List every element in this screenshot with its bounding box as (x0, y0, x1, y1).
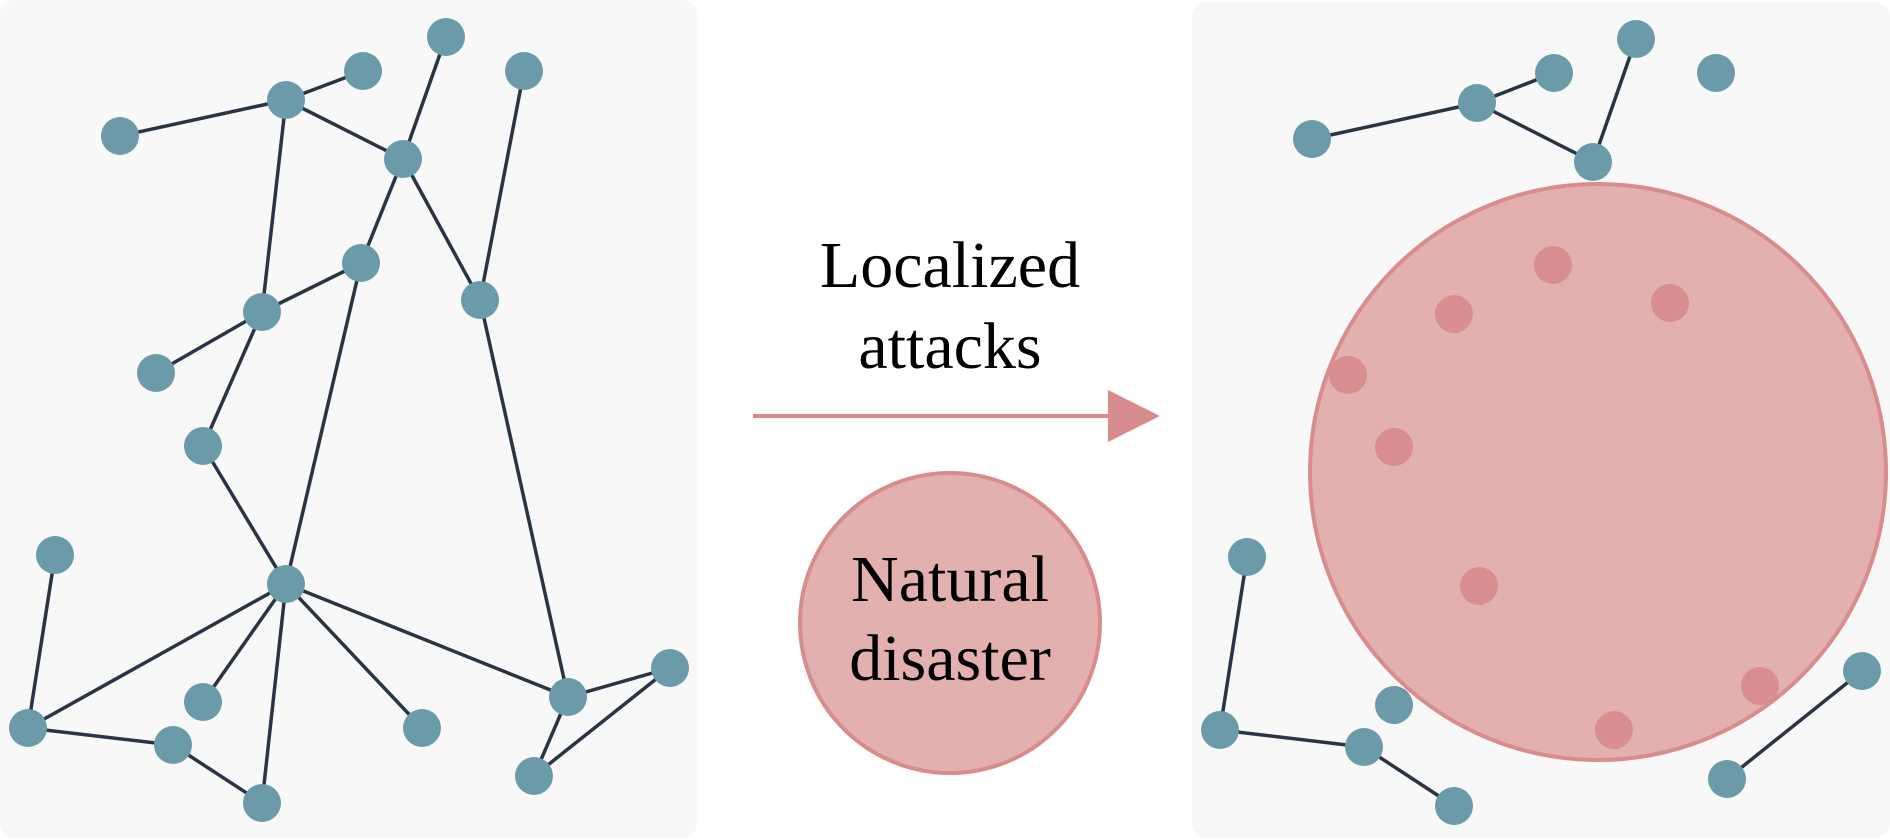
removed-node (1435, 295, 1473, 333)
network-node (549, 678, 587, 716)
arrow-label-line1: Localized (820, 229, 1080, 302)
network-node (137, 354, 175, 392)
natural-disaster-circle (798, 471, 1102, 775)
network-node (1201, 711, 1239, 749)
edge (478, 298, 570, 699)
network-node (1843, 652, 1881, 690)
network-node (184, 427, 222, 465)
network-node (243, 293, 281, 331)
attack-zone (1308, 182, 1888, 762)
disaster-label-line2: disaster (849, 622, 1051, 695)
removed-node (1534, 246, 1572, 284)
edge (1725, 669, 1864, 781)
edge (201, 444, 288, 586)
network-node (403, 709, 441, 747)
network-node (184, 683, 222, 721)
network-node (1708, 760, 1746, 798)
surviving-nodes (1201, 20, 1881, 825)
right-panel (1192, 2, 1890, 838)
edge (284, 582, 424, 730)
edge (201, 310, 264, 448)
edge (1310, 101, 1479, 141)
edge (26, 726, 175, 747)
network-node (154, 726, 192, 764)
network-node (1458, 84, 1496, 122)
network-node (243, 784, 281, 822)
network-node (427, 18, 465, 56)
edge (284, 582, 570, 699)
network-node (461, 281, 499, 319)
edge (1218, 555, 1249, 732)
edge (118, 98, 288, 138)
hub-node (267, 565, 305, 603)
edge (260, 582, 288, 805)
left-panel-background (0, 0, 697, 838)
network-node (1345, 728, 1383, 766)
arrow-label-line2: attacks (858, 310, 1041, 383)
edge (1218, 728, 1366, 749)
edge (1591, 37, 1638, 164)
removed-node (1375, 428, 1413, 466)
edge (1475, 101, 1595, 164)
removed-node (1460, 567, 1498, 605)
removed-nodes (1329, 246, 1779, 749)
network-node (1697, 54, 1735, 92)
edge (154, 310, 264, 375)
network-node (1535, 54, 1573, 92)
network-node (1574, 143, 1612, 181)
arrow-right-icon (1108, 390, 1160, 442)
network-node (515, 757, 553, 795)
edge (201, 582, 288, 704)
network-node (267, 81, 305, 119)
left-nodes (9, 18, 689, 822)
disaster-label-line1: Natural (851, 543, 1049, 616)
network-node (36, 536, 74, 574)
network-node (384, 140, 422, 178)
network-node (342, 244, 380, 282)
natural-disaster-badge: Natural disaster (798, 471, 1102, 775)
removed-node (1741, 667, 1779, 705)
removed-node (1329, 356, 1367, 394)
removed-node (1651, 284, 1689, 322)
edge (401, 35, 448, 161)
network-node (344, 52, 382, 90)
edge (401, 157, 482, 302)
network-node (1617, 20, 1655, 58)
network-node (505, 52, 543, 90)
edge (284, 261, 363, 586)
network-node (1375, 686, 1413, 724)
network-node (1435, 787, 1473, 825)
edge (260, 98, 288, 314)
attack-arrow-group: Localized attacks (753, 229, 1160, 442)
network-node (651, 649, 689, 687)
network-node (9, 709, 47, 747)
edge (478, 69, 526, 302)
network-node (1293, 120, 1331, 158)
edge (26, 582, 288, 730)
edge (26, 553, 57, 730)
network-node (1228, 538, 1266, 576)
network-node (101, 117, 139, 155)
edge (284, 98, 405, 161)
removed-node (1595, 711, 1633, 749)
edge (532, 666, 672, 778)
left-panel (0, 0, 697, 838)
